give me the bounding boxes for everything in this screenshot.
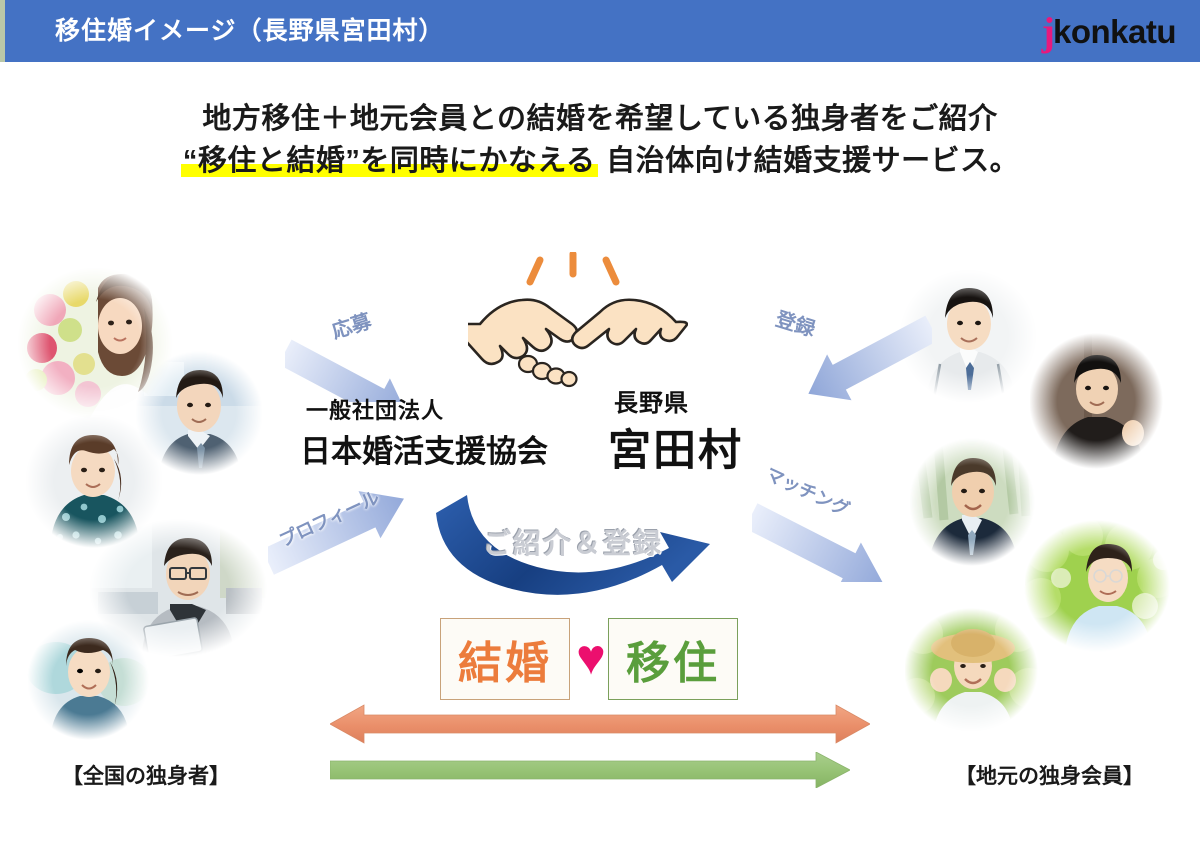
- flow-arrow-apply: [285, 339, 409, 402]
- municipality-name: 宮田村: [608, 427, 743, 475]
- photo-woman-garden: [1020, 515, 1178, 653]
- migration-arrow: [330, 752, 850, 788]
- lead-line-2-rest: 自治体向け結婚支援サービス。: [597, 145, 1020, 177]
- caption-local-members: 【地元の独身会員】: [955, 765, 1144, 788]
- left-photo-cluster: [17, 267, 269, 743]
- photo-man-black-tee: [1029, 332, 1165, 472]
- brand-logo: j konkatu: [1041, 9, 1177, 54]
- heart-icon: ♥: [576, 629, 606, 685]
- photo-woman-smiling: [25, 617, 151, 743]
- organization-sub: 一般社団法人: [306, 398, 445, 423]
- marriage-arrow: [330, 704, 870, 744]
- lead-line-1: 地方移住＋地元会員との結婚を希望している独身者をご紹介: [202, 103, 998, 135]
- flow-arrow-register: [808, 315, 932, 401]
- keyword-migration: 移住: [608, 618, 738, 700]
- photo-woman-hat: [897, 606, 1051, 736]
- header-accent-bar: [0, 0, 5, 62]
- lead-highlight: “移住と結婚”を同時にかなえる: [180, 145, 598, 177]
- municipality-prefecture: 長野県: [614, 390, 689, 417]
- logo-wordmark: konkatu: [1052, 13, 1177, 50]
- lead-copy: 地方移住＋地元会員との結婚を希望している独身者をご紹介 “移住と結婚”を同時にか…: [0, 98, 1200, 182]
- keyword-marriage: 結婚: [440, 618, 570, 700]
- slide-header: 移住婚イメージ（長野県宮田村）: [0, 0, 1200, 62]
- organization-label: 一般社団法人 日本婚活支援協会: [300, 393, 548, 471]
- lead-line-2: “移住と結婚”を同時にかなえる 自治体向け結婚支援サービス。: [0, 140, 1200, 182]
- municipality-label: 長野県 宮田村: [608, 383, 743, 478]
- handshake-icon: [468, 252, 688, 388]
- photo-man-suit-green: [910, 438, 1036, 568]
- curve-caption: ご紹介＆登録: [483, 528, 664, 559]
- curved-referral-arrow: [436, 495, 710, 595]
- page-title: 移住婚イメージ（長野県宮田村）: [55, 16, 445, 45]
- organization-name: 日本婚活支援協会: [300, 434, 548, 469]
- logo-j-mark: j: [1041, 9, 1055, 54]
- caption-nationwide-singles: 【全国の独身者】: [62, 765, 230, 788]
- flow-arrow-matching: [752, 503, 883, 582]
- flow-arrow-profile: [268, 491, 404, 575]
